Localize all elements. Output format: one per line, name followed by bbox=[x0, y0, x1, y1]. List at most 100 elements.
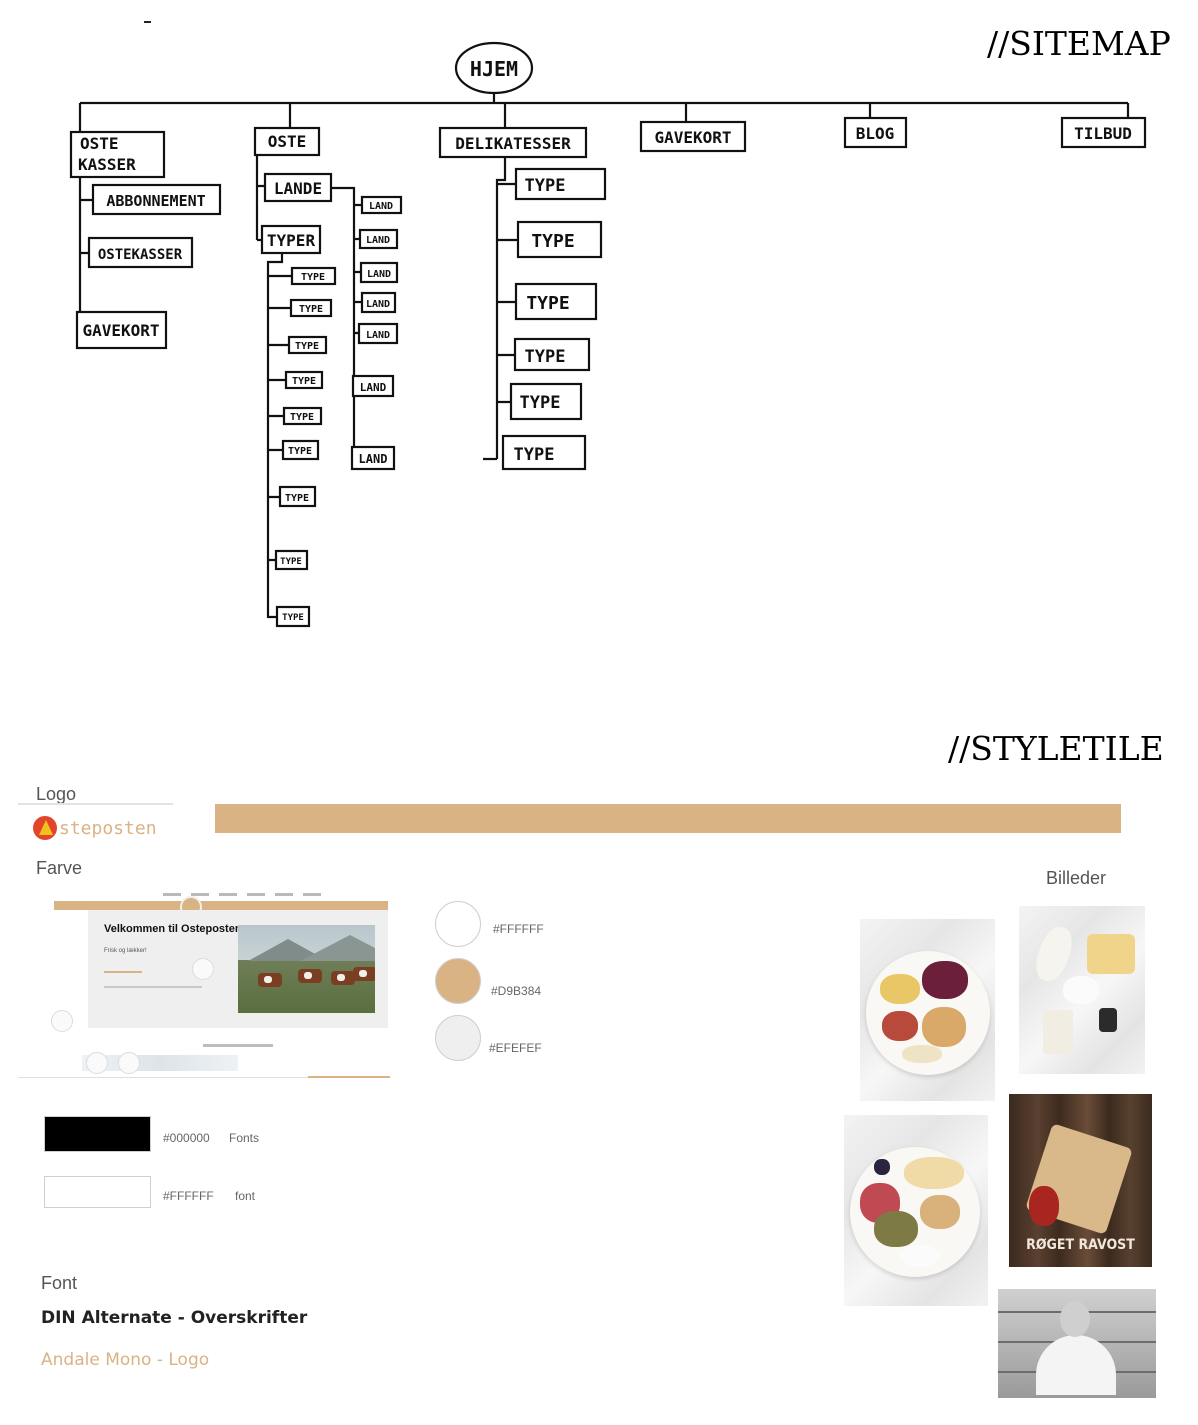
brie-shape bbox=[900, 1245, 940, 1267]
node-gavekort bbox=[639, 120, 747, 153]
node-ostekasser-top-line2: KASSER bbox=[78, 155, 136, 174]
preview-subtitle: Frisk og lækker! bbox=[104, 948, 147, 954]
swatch-tan bbox=[435, 958, 481, 1004]
crackers-shape bbox=[920, 1195, 960, 1229]
hard-cheese-shape bbox=[1087, 934, 1135, 974]
font-color-white-hex: #FFFFFF bbox=[163, 1189, 214, 1203]
node-abbonnement-label: ABBONNEMENT bbox=[106, 192, 205, 210]
cheese-logo-icon bbox=[33, 816, 57, 840]
node-type-d3 bbox=[514, 282, 598, 321]
node-hjem-label: HJEM bbox=[470, 57, 518, 81]
node-type-o5-label: TYPE bbox=[290, 412, 314, 423]
package-shape bbox=[1043, 1010, 1073, 1054]
node-type-o3 bbox=[287, 335, 328, 355]
node-type-o7 bbox=[278, 485, 317, 508]
preview-bottom-accent bbox=[308, 1076, 390, 1078]
logo-divider bbox=[18, 803, 173, 805]
font-color-black-note: Fonts bbox=[229, 1131, 260, 1145]
node-land-3-label: LAND bbox=[367, 269, 391, 280]
sitemap-heading: //SITEMAP bbox=[987, 24, 1171, 63]
image-cheese-platter bbox=[860, 919, 995, 1101]
swatch-white-hex: #FFFFFF bbox=[493, 922, 544, 936]
preview-title: Velkommen til Osteposten bbox=[104, 923, 242, 935]
accent-bar bbox=[215, 804, 1121, 833]
logo: steposten bbox=[33, 815, 157, 841]
cow-shape bbox=[258, 973, 282, 987]
node-gavekort-sub-label: GAVEKORT bbox=[82, 321, 159, 340]
connector-ostekasser bbox=[77, 177, 93, 332]
swatch-tan-hex: #D9B384 bbox=[491, 984, 542, 998]
images-label: Billeder bbox=[1046, 868, 1107, 888]
node-type-d1-label: TYPE bbox=[525, 176, 566, 196]
image-cheese-selection bbox=[1019, 906, 1145, 1074]
preview-strip-circle bbox=[118, 1052, 140, 1074]
node-type-o8-label: TYPE bbox=[280, 557, 302, 567]
node-land-5-label: LAND bbox=[366, 330, 390, 341]
node-tilbud-label: TILBUD bbox=[1074, 124, 1132, 143]
berries-shape bbox=[1029, 1186, 1059, 1226]
brie-shape bbox=[1030, 922, 1078, 986]
node-land-6 bbox=[351, 374, 395, 398]
node-abbonnement bbox=[91, 183, 222, 216]
node-type-o1 bbox=[290, 266, 337, 286]
font-label: Font bbox=[41, 1273, 78, 1293]
node-type-o6-label: TYPE bbox=[288, 446, 312, 457]
grapes-shape bbox=[922, 961, 968, 999]
cheese-sticks-shape bbox=[904, 1157, 964, 1189]
cheese-shape bbox=[902, 1045, 942, 1063]
node-land-6-label: LAND bbox=[360, 381, 387, 394]
connector-lande bbox=[331, 186, 362, 460]
node-gavekort-label: GAVEKORT bbox=[654, 128, 731, 147]
node-type-d5 bbox=[509, 382, 583, 421]
connector-delikatesser bbox=[483, 157, 518, 461]
node-type-d3-label: TYPE bbox=[526, 293, 569, 314]
node-type-o6 bbox=[281, 439, 320, 461]
node-type-d6 bbox=[501, 434, 587, 471]
image-portrait bbox=[998, 1289, 1156, 1398]
node-type-o9 bbox=[275, 605, 311, 628]
preview-hero-card: Velkommen til Osteposten Frisk og lækker… bbox=[88, 910, 388, 1028]
node-ostekasser bbox=[87, 236, 194, 269]
node-land-2-label: LAND bbox=[366, 235, 390, 246]
node-type-o1-label: TYPE bbox=[301, 272, 325, 283]
node-oste bbox=[253, 126, 321, 157]
node-ostekasser-label: OSTEKASSER bbox=[98, 247, 183, 263]
preview-nav-links bbox=[163, 893, 321, 896]
node-type-d1 bbox=[514, 167, 607, 201]
cow-shape bbox=[353, 967, 375, 981]
font-color-white bbox=[44, 1176, 151, 1208]
preview-circle-button bbox=[192, 958, 214, 980]
image-caption: RØGET RAVOST bbox=[1026, 1237, 1135, 1253]
font-headings: DIN Alternate - Overskrifter bbox=[41, 1308, 308, 1328]
node-gavekort-sub bbox=[75, 310, 168, 350]
preview-accent-line bbox=[104, 971, 142, 973]
node-delikatesser bbox=[438, 126, 588, 159]
node-type-d4-label: TYPE bbox=[525, 347, 566, 367]
node-type-d2 bbox=[516, 220, 603, 259]
node-type-o2 bbox=[289, 298, 333, 318]
fries-shape bbox=[880, 974, 920, 1004]
preview-side-circle bbox=[51, 1010, 73, 1032]
logo-text: steposten bbox=[59, 817, 157, 839]
node-type-o8 bbox=[274, 549, 309, 571]
website-preview: Velkommen til Osteposten Frisk og lækker… bbox=[18, 888, 390, 1083]
node-land-4 bbox=[360, 291, 397, 314]
connector-main bbox=[78, 93, 1130, 132]
styletile-heading: //STYLETILE bbox=[948, 729, 1164, 768]
node-blog bbox=[843, 116, 908, 149]
node-type-d5-label: TYPE bbox=[520, 393, 561, 413]
cow-shape bbox=[331, 971, 355, 985]
font-color-black-hex: #000000 bbox=[163, 1131, 210, 1145]
node-blog-label: BLOG bbox=[856, 124, 895, 143]
node-land-1-label: LAND bbox=[369, 201, 393, 212]
sitemap-diagram: HJEM OSTE KASSER OSTE DELIKATESSER GAVEK… bbox=[69, 41, 1147, 628]
node-typer-label: TYPER bbox=[267, 231, 316, 250]
preview-nav-bar bbox=[54, 901, 388, 910]
node-ostekasser-top bbox=[69, 130, 166, 179]
node-type-o4-label: TYPE bbox=[292, 376, 316, 387]
node-type-d6-label: TYPE bbox=[514, 445, 555, 465]
node-land-2 bbox=[358, 228, 399, 250]
font-color-white-note: font bbox=[235, 1189, 256, 1203]
berries-shape bbox=[874, 1159, 890, 1175]
node-type-o5 bbox=[282, 406, 323, 426]
